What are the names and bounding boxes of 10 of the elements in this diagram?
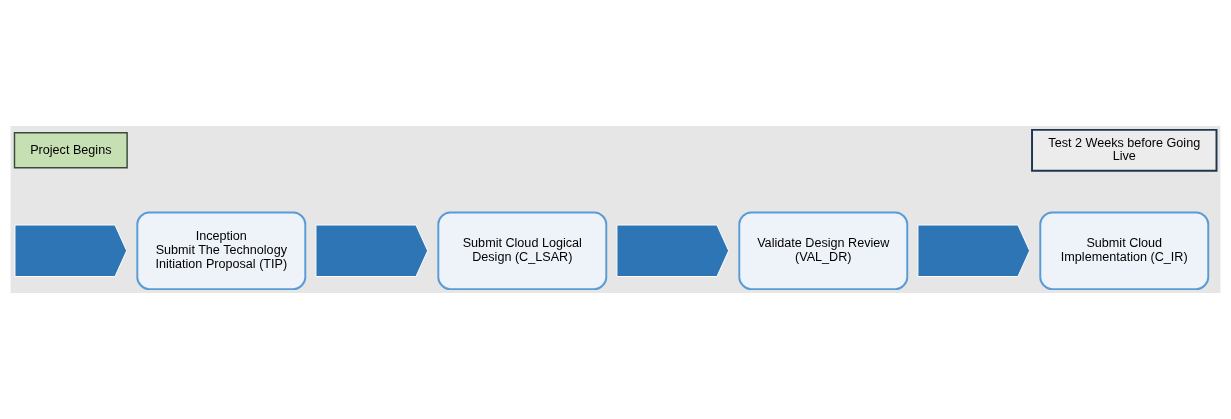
node-box: Test 2 Weeks before Going Live <box>1031 128 1218 172</box>
node-box: Submit Cloud Implementation (C_IR) <box>1039 211 1210 291</box>
node-box: Inception Submit The Technology Initiation Proposal (TIP) <box>136 211 307 291</box>
node-chevron <box>14 224 128 277</box>
node-box: Project Begins <box>13 132 128 169</box>
node-box: Submit Cloud Logical Design (C_LSAR) <box>437 211 608 291</box>
node-box: Validate Design Review (VAL_DR) <box>738 211 909 291</box>
node-chevron <box>917 224 1031 277</box>
node-chevron <box>616 224 730 277</box>
node-chevron <box>315 224 429 277</box>
